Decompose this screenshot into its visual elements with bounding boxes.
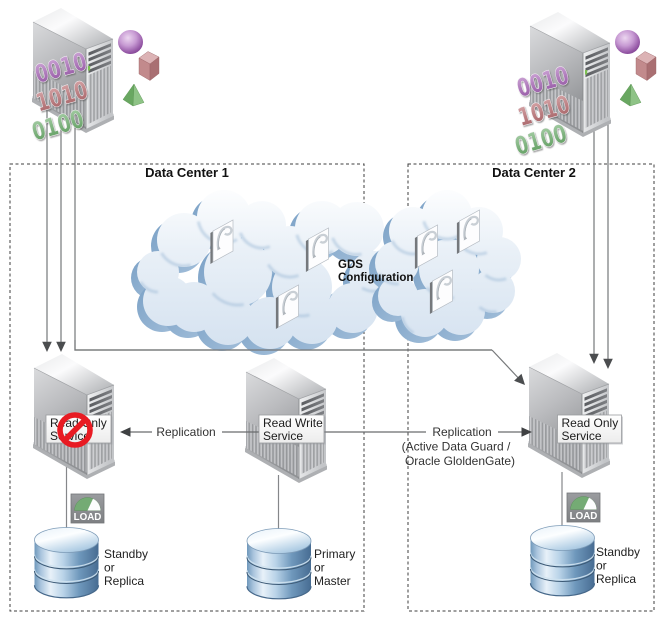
led-icon (585, 70, 588, 75)
replication-left: Replication (120, 425, 260, 439)
prohibited-icon (57, 412, 93, 448)
load-label: LOAD (74, 512, 102, 523)
service-label-read-only-left: Read Only Service (45, 414, 113, 445)
load-badge-right: LOAD (566, 492, 601, 523)
service-label-read-write: Read Write Service (258, 414, 326, 445)
database-primary (246, 527, 312, 600)
replication-right: Replication (Active Data Guard / Oracle … (324, 425, 532, 468)
db-label-line2: or (314, 561, 325, 575)
server-db-connectors (65, 462, 563, 533)
load-label: LOAD (570, 511, 598, 522)
db-label-line3: Master (314, 574, 351, 588)
client-data-icons-right (614, 29, 657, 107)
binary-stream-left: 0010 1010 0100 (29, 47, 92, 147)
data-center-2-title: Data Center 2 (492, 165, 576, 180)
replication-right-line1: Replication (432, 425, 491, 439)
service-label-line2: Service (263, 429, 303, 443)
db-label-line1: Standby (104, 547, 148, 561)
led-icon (88, 66, 91, 71)
binary-row: 0100 (29, 105, 88, 147)
client-data-icons-left (117, 29, 160, 107)
db-label-line1: Primary (314, 547, 355, 561)
cloud-label-line1: GDS (338, 259, 363, 271)
service-label-line1: Read Write (263, 416, 323, 430)
service-label-line2: Service (562, 429, 602, 443)
replication-left-label: Replication (156, 425, 215, 439)
database-labels: Standby or Replica Primary or Master Sta… (104, 545, 640, 588)
database-standby-right (529, 524, 596, 597)
replication-right-line3: Oracle GloldenGate) (405, 454, 515, 468)
service-label-read-only-right: Read Only Service (557, 414, 623, 445)
replication-right-line2: (Active Data Guard / (402, 440, 511, 454)
service-label-line1: Read Only (562, 416, 619, 430)
db-label-line1: Standby (596, 545, 640, 559)
data-center-1-title: Data Center 1 (145, 165, 229, 180)
arrowhead-right (521, 427, 532, 437)
db-label-line2: or (104, 561, 115, 575)
db-label-line2: or (596, 559, 607, 573)
gds-cloud: GDS Configuration (131, 190, 521, 355)
client-request-arrowheads (42, 341, 613, 385)
cloud-label-line2: Configuration (338, 272, 413, 284)
db-label-line3: Replica (104, 574, 144, 588)
db-label-line3: Replica (596, 572, 636, 586)
binary-stream-right: 0010 1010 0100 (512, 61, 574, 162)
database-standby-left (33, 526, 100, 599)
data-center-1-box (9, 163, 365, 612)
load-badge-left: LOAD (70, 493, 105, 524)
arrowhead-left (120, 427, 131, 437)
